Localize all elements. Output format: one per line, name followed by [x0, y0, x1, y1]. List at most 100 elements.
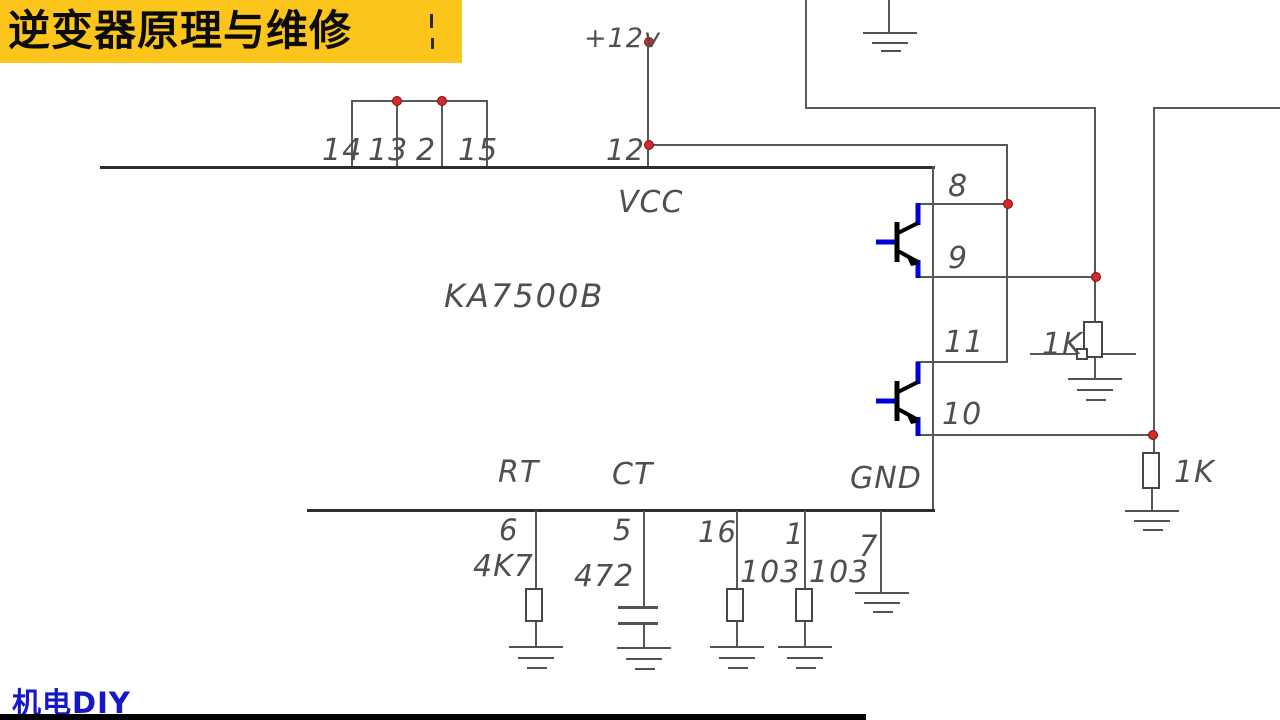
capacitor-472-bottom-plate — [618, 622, 658, 625]
resistor-4k7-body — [525, 588, 543, 622]
wire-c103a-lead — [736, 622, 738, 647]
ic-right-edge — [932, 166, 934, 511]
ground-4k7-l3 — [527, 667, 547, 669]
capacitor-103b-body — [795, 588, 813, 622]
ground-103a-l1 — [710, 646, 764, 648]
pin14-label: 14 — [322, 133, 363, 168]
wire-pin16 — [736, 511, 738, 589]
pin8-label: 8 — [948, 169, 969, 204]
junction-dot-pin12 — [644, 140, 654, 150]
wire-feed-left-vertical — [805, 0, 807, 109]
ground-1k-out-l3 — [1143, 529, 1163, 531]
pin15-label: 15 — [458, 133, 499, 168]
banner-artifact-tick-2 — [431, 38, 434, 49]
supply-label: +12v — [584, 23, 661, 54]
wire-top-ground-stem — [888, 0, 890, 33]
wire-rout-lead — [1151, 488, 1153, 512]
wire-pin2-stub — [441, 100, 443, 168]
capacitor-472-top-plate — [618, 606, 658, 609]
wire-topgroup-bus — [351, 100, 488, 102]
npn-transistor-upper-icon — [876, 203, 921, 278]
junction-dot-pin9 — [1091, 272, 1101, 282]
wire-pin12-horizontal — [648, 144, 1008, 146]
banner-title: 逆变器原理与维修 — [8, 6, 353, 55]
capacitor-103a-body — [726, 588, 744, 622]
chip-name-label: KA7500B — [444, 277, 605, 315]
ic-bottom-edge — [307, 509, 935, 512]
junction-dot-supply — [644, 37, 654, 47]
pin10-label: 10 — [942, 397, 983, 432]
ground-103b-l1 — [778, 646, 832, 648]
wire-pin13-stub — [396, 100, 398, 168]
pin2-label: 2 — [416, 133, 437, 168]
wire-feed-right-vertical — [1153, 107, 1155, 453]
value-4k7-label: 4K7 — [473, 549, 534, 584]
npn-transistor-lower-icon — [876, 362, 921, 436]
wire-c103b-lead — [804, 622, 806, 647]
ground-top-l2 — [872, 42, 908, 44]
banner-artifact-tick-1 — [430, 14, 433, 28]
wire-pin1 — [804, 511, 806, 589]
ground-1k-drive-l1 — [1068, 378, 1122, 380]
ct-label: CT — [612, 457, 654, 492]
ground-1k-out-l1 — [1125, 510, 1179, 512]
wire-supply-vertical — [647, 42, 649, 167]
ground-pin7-l1 — [855, 592, 909, 594]
value-1k-drive-label: 1K — [1042, 327, 1083, 362]
ground-pin7-l2 — [864, 602, 900, 604]
value-472-label: 472 — [574, 559, 635, 594]
ground-pin7-l3 — [873, 611, 893, 613]
title-banner: 逆变器原理与维修 — [0, 0, 462, 63]
wire-feed-right-horizontal — [1153, 107, 1280, 109]
ground-4k7-l2 — [518, 657, 554, 659]
pin11-label: 11 — [944, 325, 985, 360]
gnd-label: GND — [850, 461, 922, 496]
ground-103a-l2 — [719, 657, 755, 659]
pin5-label: 5 — [613, 513, 633, 547]
wire-r4k7-lead — [535, 622, 537, 647]
wire-feed-left-horizontal — [805, 107, 1096, 109]
wire-pin8 — [916, 203, 1008, 205]
resistor-1k-output-body — [1142, 452, 1160, 489]
junction-dot-pin2 — [437, 96, 447, 106]
pin1-label: 1 — [785, 517, 805, 551]
pot-terminal-square — [1076, 348, 1088, 360]
wire-pin5 — [643, 511, 645, 608]
value-103b-label: 103 — [809, 555, 870, 590]
wire-rmid-lead — [1094, 357, 1096, 380]
ground-top-l3 — [881, 50, 901, 52]
ground-103b-l3 — [796, 667, 816, 669]
bottom-black-bar — [0, 714, 866, 720]
junction-dot-pin8 — [1003, 199, 1013, 209]
rt-label: RT — [498, 455, 540, 490]
pin12-label: 12 — [606, 133, 645, 167]
ground-4k7-l1 — [509, 646, 563, 648]
wire-c472-lead — [643, 624, 645, 648]
wire-pin10 — [916, 434, 1154, 436]
wire-feed-mid-vertical — [1094, 107, 1096, 322]
vcc-label: VCC — [618, 185, 684, 220]
value-1k-out-label: 1K — [1174, 455, 1215, 490]
ground-1k-drive-l2 — [1077, 389, 1113, 391]
ground-472-l2 — [626, 658, 662, 660]
wire-pin9 — [916, 276, 1097, 278]
pin13-label: 13 — [368, 133, 409, 168]
ground-1k-out-l2 — [1134, 520, 1170, 522]
ic-top-edge — [100, 166, 935, 169]
wire-vcc-drop — [1006, 144, 1008, 363]
wire-pin7 — [880, 511, 882, 593]
junction-dot-pin10 — [1148, 430, 1158, 440]
resistor-1k-drive-body — [1083, 321, 1103, 358]
wire-pin11 — [916, 361, 1008, 363]
ground-103b-l2 — [787, 657, 823, 659]
wire-pin15-stub — [486, 100, 488, 168]
ground-103a-l3 — [728, 667, 748, 669]
ground-472-l3 — [635, 668, 655, 670]
pin9-label: 9 — [948, 241, 969, 276]
junction-dot-pin13 — [392, 96, 402, 106]
wire-pin14-stub — [351, 100, 353, 168]
ground-top-l1 — [863, 32, 917, 34]
wire-pin6 — [535, 511, 537, 589]
ground-472-l1 — [617, 647, 671, 649]
